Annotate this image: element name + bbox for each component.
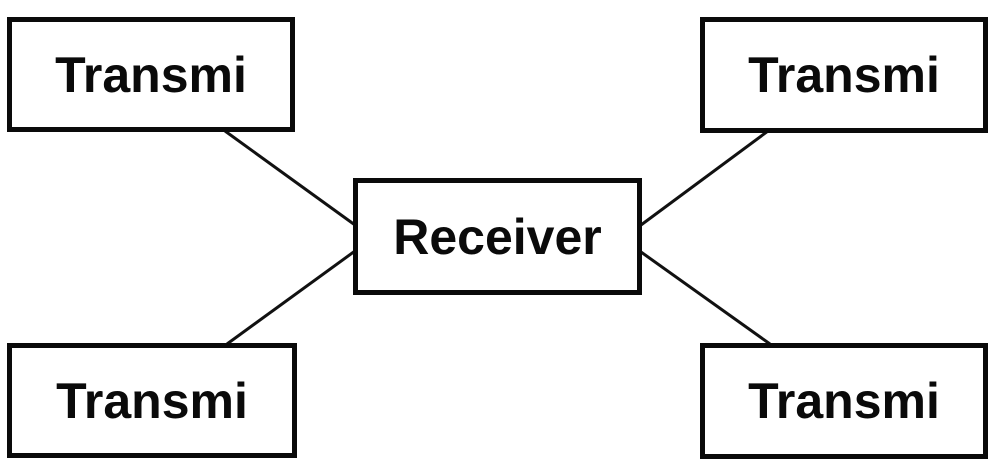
edge-top-left-to-receiver (224, 129, 356, 227)
node-transmitter-bottom-left: Transmi (7, 343, 297, 458)
node-label-transmitter-bottom-right: Transmi (748, 373, 940, 429)
edge-bottom-left-to-receiver (226, 249, 356, 346)
node-transmitter-top-left: Transmi (7, 17, 295, 132)
node-transmitter-bottom-right: Transmi (700, 343, 988, 459)
node-receiver: Receiver (353, 178, 642, 295)
node-label-transmitter-bottom-left: Transmi (56, 372, 248, 429)
edge-top-right-to-receiver (640, 129, 769, 227)
edge-bottom-right-to-receiver (640, 250, 771, 346)
node-transmitter-top-right: Transmi (700, 17, 988, 133)
node-label-transmitter-top-right: Transmi (748, 47, 940, 103)
node-label-transmitter-top-left: Transmi (55, 46, 247, 103)
node-label-receiver: Receiver (393, 208, 602, 265)
